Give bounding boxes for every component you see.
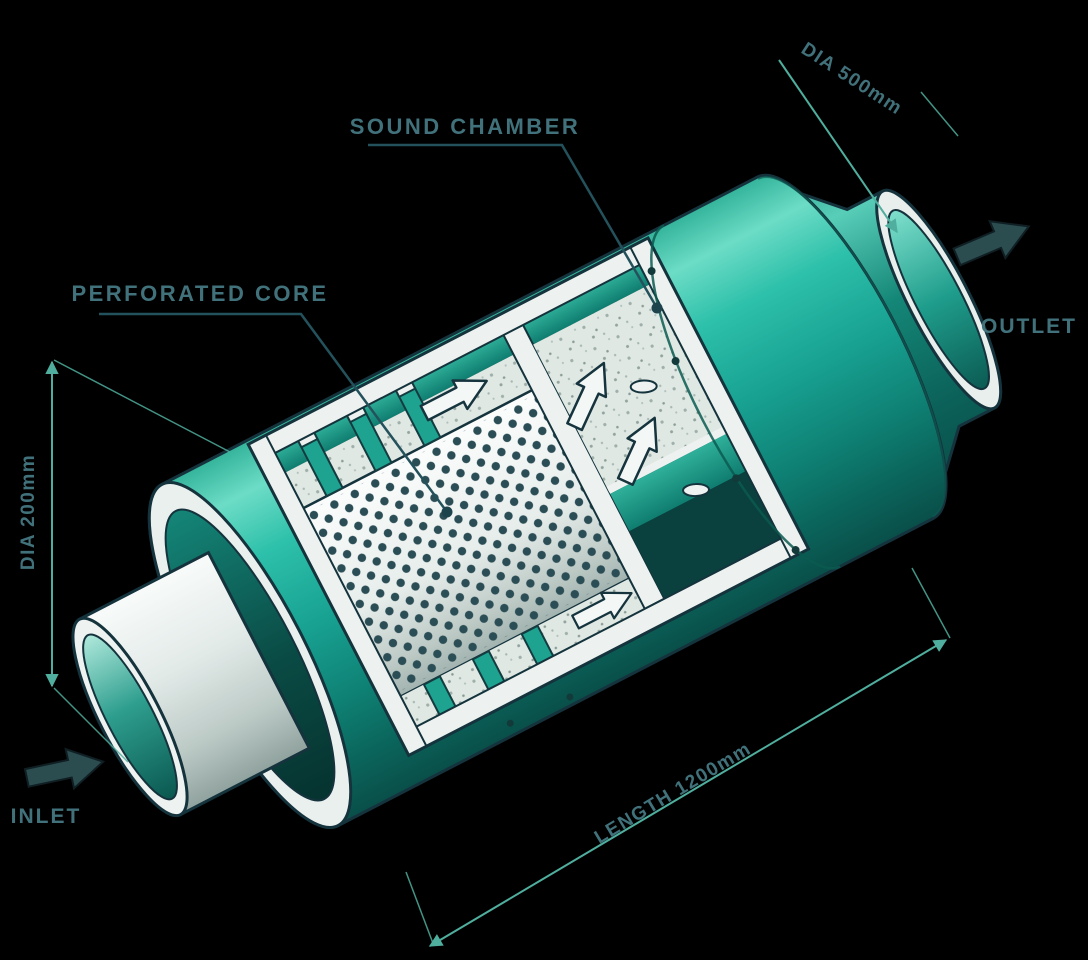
end-cap-seam bbox=[757, 176, 947, 518]
perforation-oval bbox=[682, 483, 711, 498]
length-label: LENGTH 1200mm bbox=[591, 738, 755, 848]
inlet-label: INLET bbox=[11, 805, 82, 828]
perforation-oval bbox=[629, 379, 658, 394]
length-extension-right bbox=[911, 567, 951, 639]
chamber-insulation bbox=[533, 284, 726, 493]
chamber-shadow bbox=[629, 471, 791, 619]
outlet-face bbox=[887, 209, 990, 391]
dia-500-extension-line bbox=[920, 91, 959, 137]
length-dimension-line bbox=[428, 639, 948, 947]
dia-200-extension-top bbox=[53, 359, 231, 453]
inlet-pipe-opening bbox=[82, 633, 178, 801]
outlet-label: OUTLET bbox=[981, 315, 1077, 338]
perforated-core-leader bbox=[99, 312, 449, 513]
inlet-direction-arrow bbox=[21, 741, 109, 799]
sound-chamber-label: SOUND CHAMBER bbox=[350, 114, 581, 139]
sound-chamber-leader-dot bbox=[651, 302, 663, 314]
perforated-core-leader-dot bbox=[441, 506, 453, 518]
length-extension-left bbox=[405, 871, 435, 947]
dia-500-dimension-line bbox=[778, 59, 898, 234]
dia-500-label: DIA 500mm bbox=[797, 39, 906, 120]
sound-chamber-leader bbox=[368, 143, 659, 309]
cutaway-window bbox=[248, 237, 809, 756]
chamber-shelf bbox=[610, 433, 746, 532]
dia-200-extension-bottom bbox=[53, 687, 129, 763]
core-perforations bbox=[292, 386, 643, 699]
muffler-body bbox=[71, 173, 1003, 829]
perforated-core-label: PERFORATED CORE bbox=[71, 281, 328, 306]
outlet-direction-arrow bbox=[948, 206, 1038, 277]
rivet-seam bbox=[650, 224, 841, 570]
dia-200-label: DIA 200mm bbox=[18, 454, 39, 570]
